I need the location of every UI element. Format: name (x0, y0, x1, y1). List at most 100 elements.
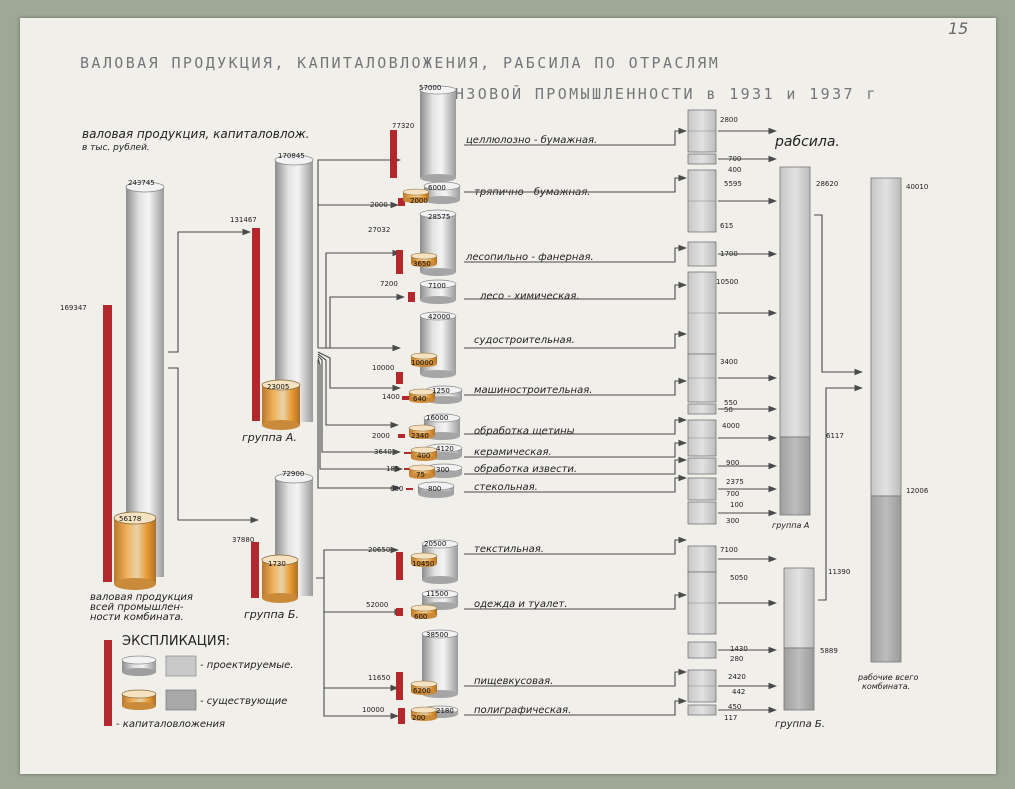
branch-12-gross-1931-disc (410, 680, 438, 695)
branch-11-name: одежда и туалет. (474, 599, 568, 610)
worker-count-8-0: 2375 (726, 478, 744, 486)
branch-7-gross-1937-label: 4120 (436, 445, 454, 453)
workforce-total-mid-label: 12006 (906, 487, 929, 495)
branch-10-arrow (464, 536, 688, 555)
branch-8-capital-label: 185 (386, 465, 399, 473)
branch-5-gross-1931-label: 640 (413, 395, 426, 403)
worker-count-10-1: 5050 (730, 574, 748, 582)
branch-1-gross-1931-disc (402, 188, 430, 203)
branch-2-arrow (464, 244, 688, 263)
branch-13-gross-1937-label: 2180 (436, 707, 454, 715)
branch-5-capital-bar (402, 396, 409, 400)
worker-count-1-2: 5595 (724, 180, 742, 188)
branch-11-gross-1931-label: 600 (414, 613, 427, 621)
group-a-capital-label: 131467 (230, 216, 257, 224)
branch-10-gross-1931-disc (410, 552, 438, 567)
worker-count-9-2: 300 (726, 517, 739, 525)
branch-7-capital-bar (404, 452, 411, 454)
workforce-total-label-line-2: комбината. (862, 682, 910, 691)
branch-12-gross-1931-label: 6200 (413, 687, 431, 695)
legend-existing-swatch (121, 689, 197, 711)
worker-bar-5: 3400 (687, 353, 778, 403)
arrow-workforce-a-to-total (814, 214, 864, 376)
branch-6-arrow (464, 416, 688, 435)
total-label-line-1: валовая продукция (90, 592, 193, 603)
branch-6-gross-1937-label: 16000 (426, 414, 448, 422)
branch-9-gross-cylinder (417, 481, 455, 498)
group-a-fan-lines (317, 156, 406, 492)
branch-7-arrow (464, 439, 688, 458)
group-a-gross-cylinder (261, 154, 314, 430)
branch-11-arrow (464, 591, 688, 610)
worker-bar-11: 7100 (687, 545, 778, 573)
branch-9-group: 600 800 стекольная. (390, 474, 688, 498)
worker-count-6-0: 4000 (722, 422, 740, 430)
worker-count-5-1: 50 (724, 406, 733, 414)
worker-bar-8: 900 (687, 457, 778, 475)
branch-8-capital-bar (404, 468, 411, 470)
worker-count-3-0: 10500 (716, 278, 738, 286)
branch-3-gross-cylinder (419, 279, 457, 304)
branch-4-gross-1931-label: 10000 (411, 359, 433, 367)
branch-12-name: пищевкусовая. (474, 676, 553, 687)
branch-8-gross-1937-label: 300 (436, 466, 449, 474)
branch-3-arrow (464, 281, 688, 300)
branch-5-arrow (464, 377, 688, 396)
worker-count-0-0: 2800 (720, 116, 738, 124)
branch-8-gross-1931-disc (408, 464, 436, 479)
branch-9-name: стекольная. (474, 482, 538, 493)
worker-count-12-0: 2420 (728, 673, 746, 681)
legend-capital-label: - капиталовложения (116, 719, 225, 730)
branch-1-gross-1937-label: 6000 (428, 184, 446, 192)
total-capital-label: 169347 (60, 304, 87, 312)
worker-bar-9: 2375 (687, 477, 778, 501)
branch-8-arrow (464, 456, 688, 475)
total-label-line-2: всей промышлен- (90, 602, 184, 613)
branch-1-gross-1931-label: 2000 (410, 197, 428, 205)
branch-1-capital-label: 2000 (370, 201, 388, 209)
group-b-gross-1937-label: 72900 (282, 470, 304, 478)
branch-5-gross-1937-label: 1250 (432, 387, 450, 395)
branch-1-capital-bar (398, 198, 405, 206)
workforce-group-a-top-label: 28620 (816, 180, 838, 188)
branch-11-gross-1937-label: 11500 (426, 590, 448, 598)
branch-9-capital-label: 600 (390, 485, 403, 493)
arrow-workforce-b-to-total (818, 384, 864, 601)
group-a-gross-1931-label: 23005 (267, 383, 289, 391)
branch-2-capital-label: 27032 (368, 226, 390, 234)
worker-count-13-0: 450 (728, 703, 741, 711)
group-b-capital-label: 37880 (232, 536, 254, 544)
workforce-group-b-bar (783, 567, 815, 711)
branch-9-gross-1937-label: 800 (428, 485, 441, 493)
branch-2-name: лесопильно - фанерная. (465, 252, 594, 263)
branch-10-capital-bar (396, 552, 403, 580)
worker-count-10-0: 7100 (720, 546, 738, 554)
worker-count-4-0: 3400 (720, 358, 738, 366)
worker-bar-4: 10500 (687, 271, 778, 355)
worker-count-9-1: 100 (730, 501, 743, 509)
total-label-line-3: ности комбината. (90, 611, 184, 623)
branch-5-name: машиностроительная. (474, 385, 592, 396)
branch-9-capital-bar (406, 488, 413, 490)
header-note-line-2: в тыс. рублей. (82, 143, 150, 153)
legend-capital-swatch (104, 640, 112, 726)
branch-5-capital-label: 1400 (382, 393, 400, 401)
branch-6-capital-label: 2000 (372, 432, 390, 440)
branch-7-gross-1931-disc (410, 446, 438, 461)
group-a-gross-1937-label: 170845 (278, 152, 305, 160)
